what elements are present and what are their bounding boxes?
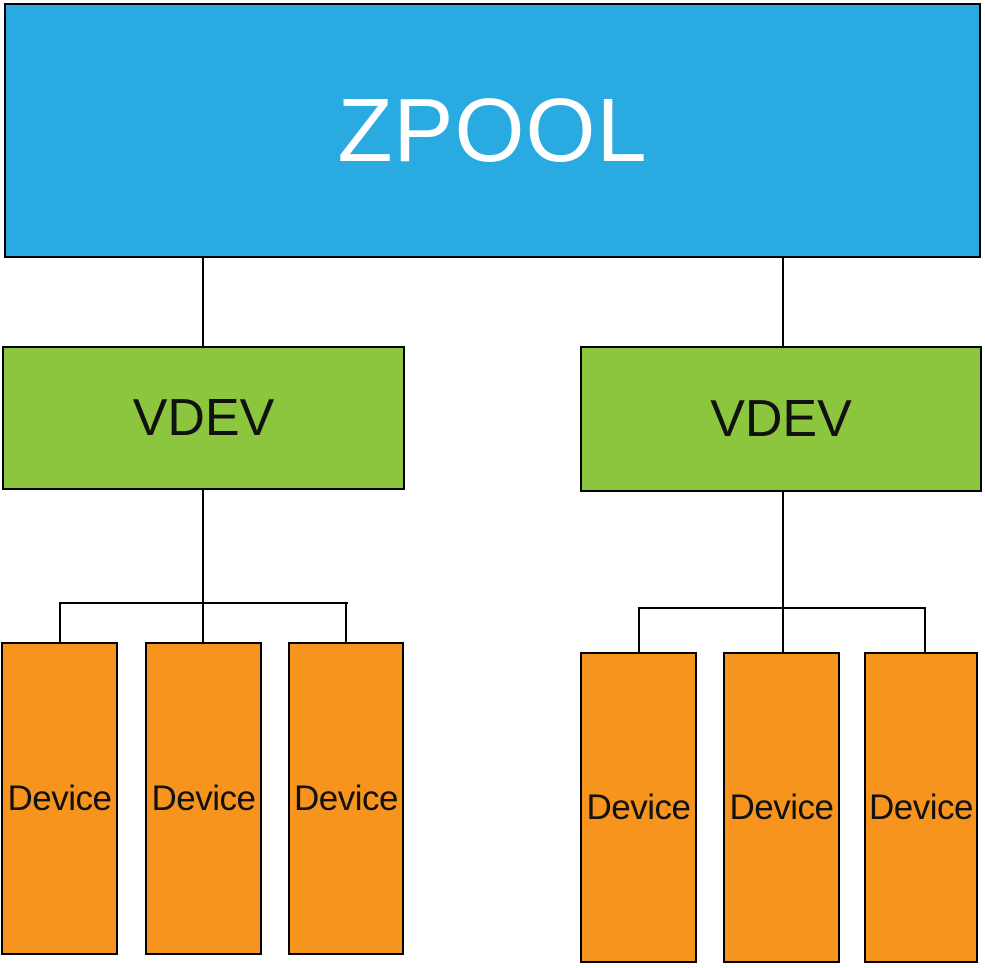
device-box-right-2: Device — [723, 652, 840, 963]
connector-vdev-right-trunk — [782, 492, 784, 608]
device-box-right-3: Device — [864, 652, 978, 963]
device-label: Device — [586, 788, 691, 827]
device-box-right-1: Device — [580, 652, 697, 963]
device-label: Device — [294, 779, 398, 818]
vdev-left-box: VDEV — [2, 346, 405, 490]
zpool-box: ZPOOL — [4, 3, 981, 258]
connector-right-device-2-stub — [782, 607, 784, 652]
vdev-right-box: VDEV — [580, 346, 982, 492]
connector-zpool-to-vdev-left — [202, 258, 204, 346]
vdev-right-label: VDEV — [710, 390, 852, 448]
connector-right-device-1-stub — [638, 607, 640, 652]
connector-right-device-3-stub — [924, 607, 926, 652]
device-label: Device — [869, 788, 973, 827]
connector-vdev-left-trunk — [202, 490, 204, 603]
connector-left-device-1-stub — [59, 602, 61, 642]
device-label: Device — [151, 779, 256, 818]
connector-left-device-3-stub — [345, 602, 347, 642]
device-box-left-2: Device — [145, 642, 262, 955]
device-label: Device — [7, 779, 112, 818]
device-box-left-3: Device — [288, 642, 404, 955]
device-box-left-1: Device — [1, 642, 118, 955]
connector-left-device-2-stub — [202, 602, 204, 642]
vdev-left-label: VDEV — [132, 389, 275, 447]
device-label: Device — [729, 788, 834, 827]
zpool-label: ZPOOL — [337, 80, 648, 181]
connector-zpool-to-vdev-right — [782, 258, 784, 346]
